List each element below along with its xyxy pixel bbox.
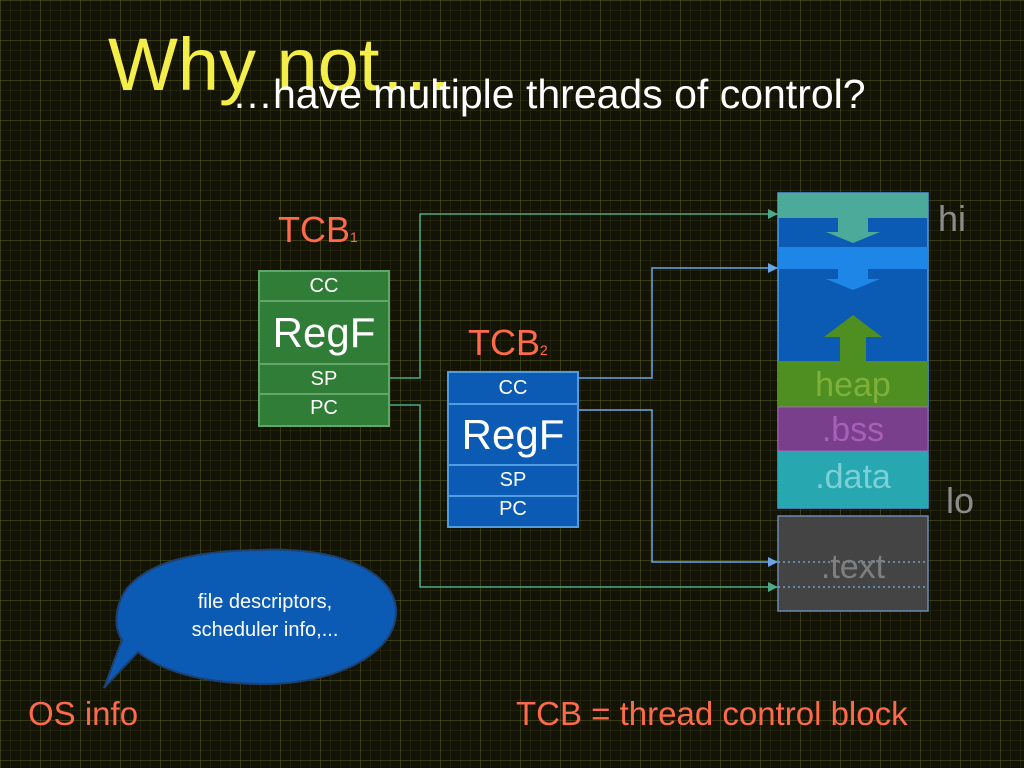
- data-label: .data: [815, 457, 891, 496]
- slide-title: Why not…: [108, 23, 454, 106]
- data-segment: [778, 451, 928, 508]
- stack2-region: [778, 247, 928, 269]
- tcb1-block: CC RegF SP PC: [258, 270, 390, 427]
- tcb2-sp: SP: [449, 466, 577, 497]
- lo-label: lo: [946, 480, 975, 521]
- slide-subtitle: …have multiple threads of control?: [232, 71, 866, 117]
- tcb2-cc: CC: [449, 373, 577, 405]
- tcb2-index: 2: [540, 342, 548, 358]
- tcb2-label-text: TCB: [468, 322, 540, 363]
- stack2-down-arrow-icon: [826, 269, 880, 290]
- os-info-label: OS info: [28, 695, 139, 732]
- stack1-region: [778, 193, 928, 218]
- hi-label: hi: [938, 198, 967, 239]
- heap-segment: [778, 361, 928, 407]
- bubble-text: file descriptors, scheduler info,...: [140, 588, 390, 644]
- tcb2-label: TCB2: [468, 325, 548, 361]
- tcb2-pc-arrow: [578, 409, 778, 563]
- tcb2-pc: PC: [499, 498, 527, 520]
- bubble-line-1: file descriptors,: [197, 591, 333, 613]
- text-segment: [777, 515, 929, 612]
- tcb1-index: 1: [350, 229, 358, 245]
- tcb1-sp-arrowhead: [768, 209, 778, 219]
- tcb1-regf: RegF: [260, 302, 388, 365]
- tcb2-pc-arrowhead: [768, 557, 778, 567]
- tcb1-cc: CC: [260, 272, 388, 302]
- bss-segment: [777, 406, 929, 452]
- tcb1-pc-arrow: [388, 404, 778, 588]
- tcb-definition: TCB = thread control block: [516, 695, 908, 732]
- tcb2-sp-arrowhead: [768, 263, 778, 273]
- stack1-down-arrow-icon: [826, 218, 880, 243]
- tcb1-sp-arrow: [388, 213, 778, 379]
- bss-label: .bss: [821, 410, 885, 449]
- tcb1-label-text: TCB: [278, 209, 350, 250]
- tcb2-block: CC RegF SP PC: [447, 371, 579, 528]
- tcb1-label: TCB1: [278, 212, 358, 248]
- tcb1-pc-arrowhead: [768, 582, 778, 592]
- tcb1-pc: PC: [310, 396, 338, 419]
- heap-label: heap: [815, 365, 891, 404]
- os-info-bubble: [103, 548, 398, 689]
- tcb2-sp-arrow: [578, 267, 778, 379]
- text-label: .text: [820, 547, 886, 586]
- bubble-line-2: scheduler info,...: [191, 619, 339, 641]
- heap-up-arrow-icon: [824, 315, 882, 362]
- tcb2-regf: RegF: [449, 405, 577, 466]
- tcb1-sp: SP: [260, 365, 388, 395]
